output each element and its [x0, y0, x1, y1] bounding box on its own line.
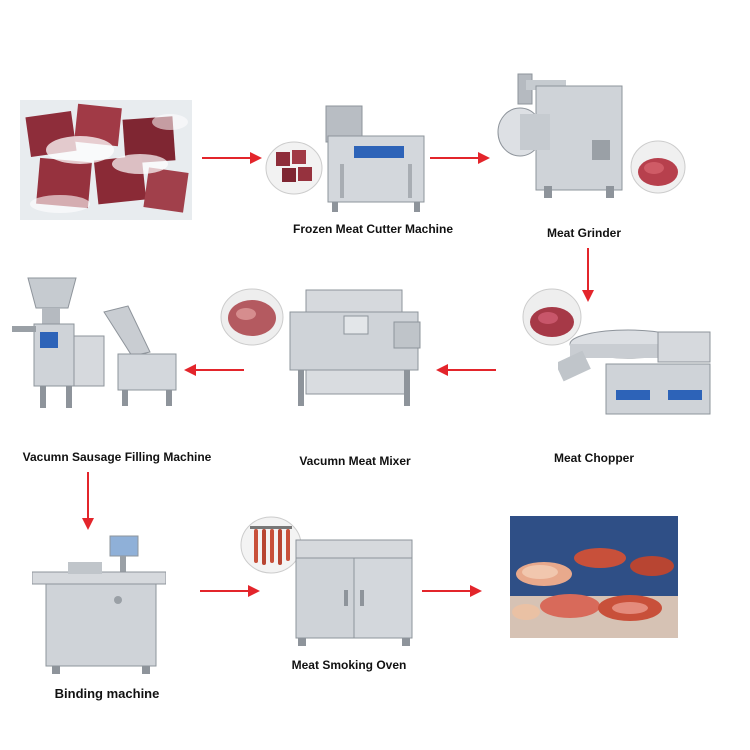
red-arrow-icon	[180, 362, 246, 378]
mixed-meat-thumbnail	[220, 288, 284, 346]
red-arrow-icon	[580, 246, 596, 304]
red-arrow-icon	[432, 362, 498, 378]
binding-machine-image	[32, 532, 166, 674]
vacuum-meat-mixer-image	[284, 286, 424, 408]
red-arrow-icon	[80, 470, 96, 532]
frozen-meat-cutter-label: Frozen Meat Cutter Machine	[292, 222, 454, 236]
frozen-meat-image	[20, 100, 192, 220]
red-arrow-icon	[198, 583, 264, 599]
vacuum-meat-mixer-label: Vacumn Meat Mixer	[299, 454, 411, 468]
red-arrow-icon	[428, 150, 492, 166]
vacuum-sausage-filler-label: Vacumn Sausage Filling Machine	[22, 450, 212, 464]
smoked-sausages-thumbnail	[240, 516, 302, 574]
meat-cubes-thumbnail	[264, 140, 324, 196]
meat-smoking-oven-image	[292, 536, 416, 646]
meat-smoking-oven-label: Meat Smoking Oven	[291, 658, 407, 672]
red-arrow-icon	[200, 150, 264, 166]
minced-meat-thumbnail	[522, 288, 582, 346]
red-arrow-icon	[420, 583, 486, 599]
finished-sausages-image	[510, 516, 678, 638]
meat-chopper-label: Meat Chopper	[553, 451, 634, 465]
binding-machine-label: Binding machine	[54, 686, 160, 701]
vacuum-sausage-filler-image	[12, 276, 182, 410]
ground-meat-thumbnail	[630, 140, 686, 194]
frozen-meat-cutter-image	[318, 102, 428, 214]
meat-chopper-image	[558, 318, 720, 418]
meat-grinder-image	[496, 72, 626, 200]
meat-grinder-label: Meat Grinder	[546, 226, 621, 240]
